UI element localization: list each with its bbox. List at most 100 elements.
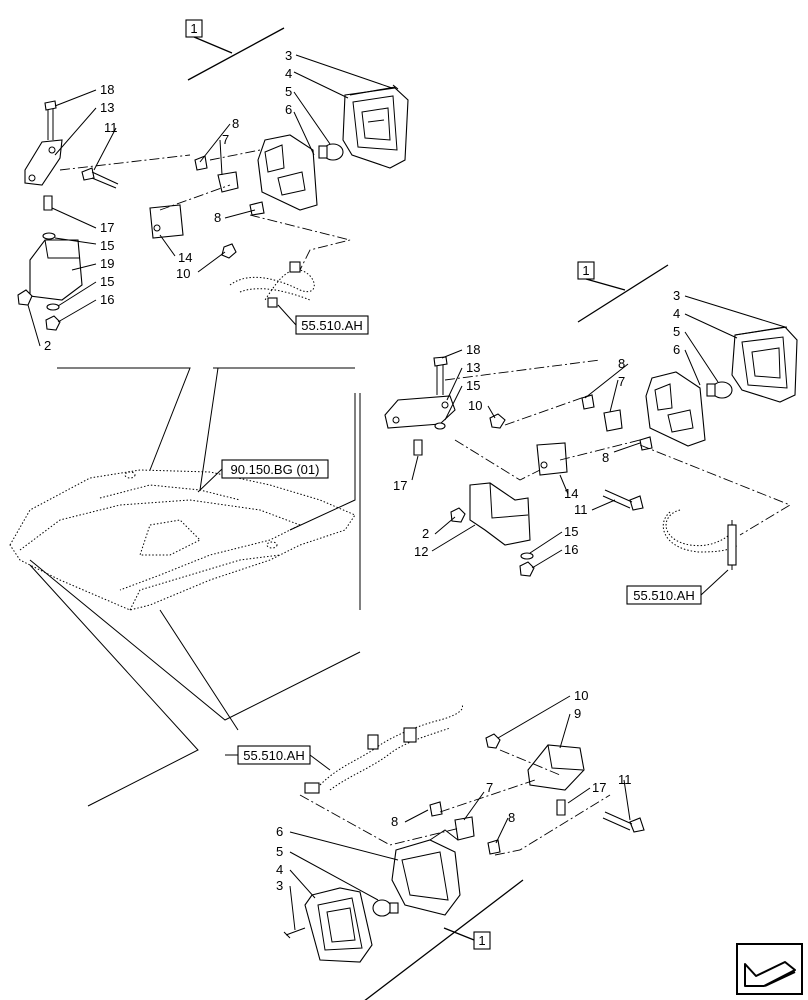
bolt-head xyxy=(629,817,645,833)
callout-17: 17 xyxy=(100,220,114,235)
ref-box-1-bottom-label: 1 xyxy=(478,933,485,948)
bolt-head xyxy=(44,100,57,111)
screw xyxy=(349,84,399,96)
callout-16: 16 xyxy=(100,292,114,307)
washer xyxy=(46,303,60,311)
plate xyxy=(24,139,63,186)
callout-14: 14 xyxy=(564,486,578,501)
callout-7: 7 xyxy=(618,374,625,389)
callout-3: 3 xyxy=(276,878,283,893)
callout-8: 8 xyxy=(602,450,609,465)
assembly-bottom: 55.510.AH xyxy=(225,688,645,1000)
callout-7: 7 xyxy=(222,132,229,147)
ref-label-55510ah-bottom: 55.510.AH xyxy=(243,748,304,763)
callout-8: 8 xyxy=(391,814,398,829)
callout-19: 19 xyxy=(100,256,114,271)
next-page-arrow-icon[interactable] xyxy=(736,943,803,995)
bracket xyxy=(149,204,184,239)
nut xyxy=(17,289,33,306)
callout-18: 18 xyxy=(100,82,114,97)
ref-label-55510ah-top: 55.510.AH xyxy=(301,318,362,333)
callout-9: 9 xyxy=(574,706,581,721)
bulb xyxy=(372,899,392,917)
bracket xyxy=(29,239,83,301)
callout-12: 12 xyxy=(414,544,428,559)
callout-10: 10 xyxy=(468,398,482,413)
callout-18: 18 xyxy=(466,342,480,357)
callout-15: 15 xyxy=(100,238,114,253)
callout-6: 6 xyxy=(276,824,283,839)
screw xyxy=(413,439,423,456)
clamp xyxy=(454,816,475,841)
screw xyxy=(556,799,566,816)
nut xyxy=(45,315,61,331)
callout-5: 5 xyxy=(285,84,292,99)
callout-5: 5 xyxy=(276,844,283,859)
assembly-right: 1 xyxy=(384,261,798,605)
lamp-housing xyxy=(731,326,798,403)
callout-11: 11 xyxy=(618,772,632,787)
bracket xyxy=(469,482,531,546)
callout-8: 8 xyxy=(232,116,239,131)
nut xyxy=(221,243,237,259)
ref-label-90150bg: 90.150.BG (01) xyxy=(231,462,320,477)
callout-15: 15 xyxy=(564,524,578,539)
callout-15: 15 xyxy=(466,378,480,393)
bolt-head xyxy=(433,356,448,367)
washer xyxy=(520,552,534,560)
callout-4: 4 xyxy=(285,66,292,81)
callout-17: 17 xyxy=(393,478,407,493)
callout-8: 8 xyxy=(618,356,625,371)
clamp xyxy=(603,409,623,432)
nut xyxy=(485,733,501,749)
callout-2: 2 xyxy=(44,338,51,353)
cab-roof: 90.150.BG (01) xyxy=(9,367,361,807)
callout-11: 11 xyxy=(104,120,118,135)
callout-7: 7 xyxy=(486,780,493,795)
wiring-harness xyxy=(229,269,315,301)
wiring-harness xyxy=(662,509,739,553)
screw xyxy=(43,195,53,211)
bracket xyxy=(527,744,585,791)
callout-10: 10 xyxy=(574,688,588,703)
callout-6: 6 xyxy=(285,102,292,117)
ref-box-1-bottom xyxy=(473,931,491,950)
screw xyxy=(283,927,306,939)
lamp-body xyxy=(391,839,461,916)
callout-15: 15 xyxy=(100,274,114,289)
plate xyxy=(384,395,456,429)
callout-17: 17 xyxy=(592,780,606,795)
washer xyxy=(42,232,56,240)
callout-13: 13 xyxy=(100,100,114,115)
clip xyxy=(581,394,595,410)
callout-16: 16 xyxy=(564,542,578,557)
bolt-head xyxy=(629,495,644,511)
clamp xyxy=(217,171,239,193)
clip xyxy=(639,436,653,451)
ref-box-1-top-label: 1 xyxy=(190,21,197,36)
lamp-housing xyxy=(304,887,373,963)
lamp-body xyxy=(257,134,318,211)
callout-6: 6 xyxy=(673,342,680,357)
callout-8: 8 xyxy=(508,810,515,825)
nut xyxy=(450,507,466,523)
callout-4: 4 xyxy=(673,306,680,321)
callout-5: 5 xyxy=(673,324,680,339)
callout-8: 8 xyxy=(214,210,221,225)
callout-13: 13 xyxy=(466,360,480,375)
bolt-head xyxy=(81,167,95,181)
clip xyxy=(249,201,265,216)
lamp-body xyxy=(645,371,706,447)
clip xyxy=(429,801,443,817)
clip xyxy=(194,155,208,171)
wiring-harness xyxy=(319,704,464,791)
nut xyxy=(489,413,506,429)
callout-14: 14 xyxy=(178,250,192,265)
nut xyxy=(519,561,535,577)
bracket xyxy=(536,442,568,476)
ref-label-55510ah-right: 55.510.AH xyxy=(633,588,694,603)
callout-3: 3 xyxy=(673,288,680,303)
washer xyxy=(434,422,446,430)
callout-10: 10 xyxy=(176,266,190,281)
